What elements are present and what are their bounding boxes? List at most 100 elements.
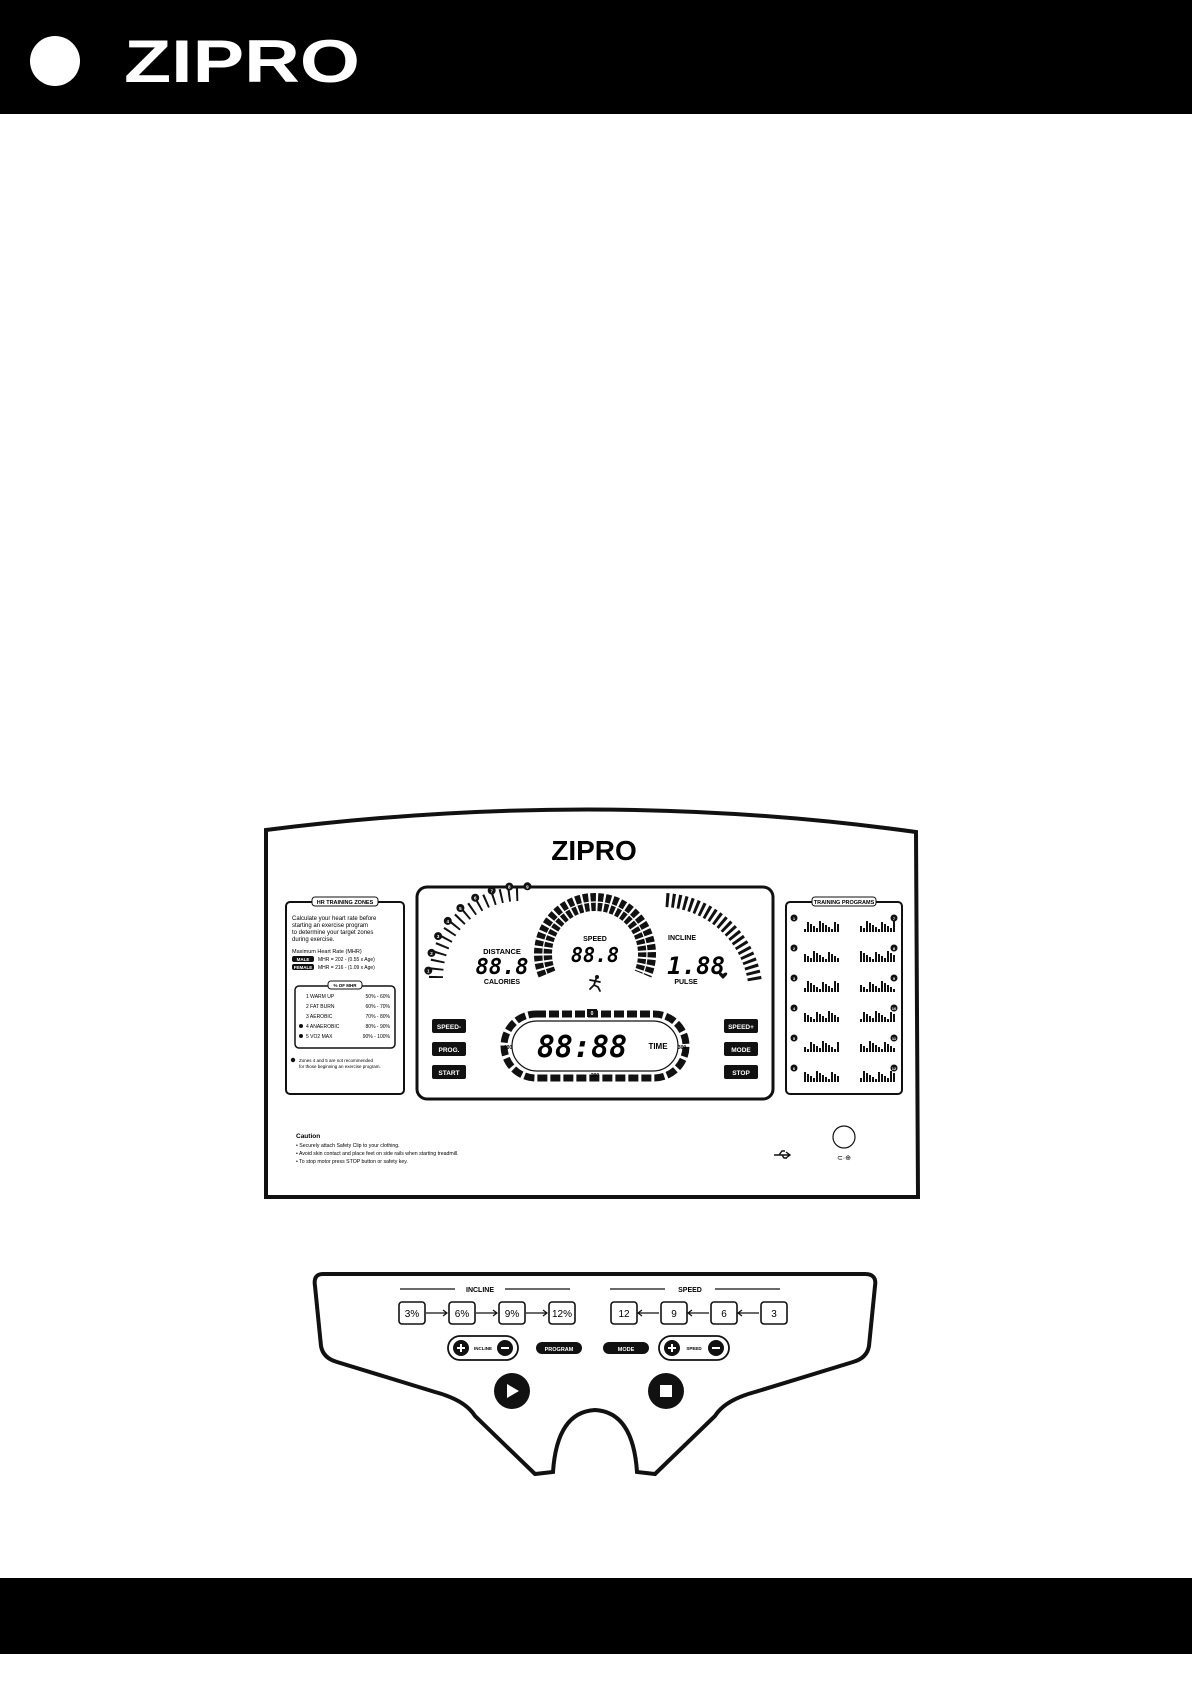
zone-marker <box>299 1024 303 1028</box>
scale-number: 9 <box>526 884 529 889</box>
profile-bar <box>890 987 892 992</box>
hr-panel-title: HR TRAINING ZONES <box>317 900 374 906</box>
program-number: 11 <box>892 1036 897 1041</box>
scale-dot <box>443 916 452 925</box>
profile-bar <box>807 956 809 962</box>
program-key[interactable]: PROGRAM <box>536 1342 582 1354</box>
program-number: 8 <box>893 946 896 951</box>
svg-text:SPEED-: SPEED- <box>437 1024 461 1031</box>
profile-bar <box>804 929 806 932</box>
start-button[interactable]: START <box>432 1065 466 1079</box>
profile-bar <box>810 983 812 992</box>
profile-bar <box>878 1072 880 1082</box>
speed-minus-button[interactable]: SPEED- <box>432 1019 466 1033</box>
incline-preset-key[interactable]: 6% <box>448 1301 476 1325</box>
program-number: 6 <box>793 1066 796 1071</box>
incline-preset-key[interactable]: 9% <box>498 1301 526 1325</box>
caution-line-3: • To stop motor press STOP button or saf… <box>296 1159 408 1165</box>
profile-bar <box>893 921 895 932</box>
distance-label: DISTANCE <box>483 947 521 956</box>
formula-female: MHR = 216 - (1.09 x Age) <box>318 965 375 971</box>
profile-bar <box>884 1076 886 1082</box>
speed-preset-key[interactable]: 9 <box>660 1301 688 1325</box>
profile-bar <box>860 1078 862 1082</box>
play-icon[interactable] <box>494 1373 530 1409</box>
stop-button[interactable]: STOP <box>724 1065 758 1079</box>
speed-preset-key[interactable]: 3 <box>760 1301 788 1325</box>
profile-bar <box>866 921 868 932</box>
zone-marker <box>299 1034 303 1038</box>
arrow-left-icon <box>637 1309 659 1317</box>
profile-bar <box>819 989 821 992</box>
profile-bar <box>875 927 877 932</box>
brand-logo: ZIPRO <box>124 30 360 90</box>
formula-tag-male: MALE <box>297 957 310 962</box>
speed-label: SPEED <box>583 936 607 943</box>
speed-preset-key[interactable]: 12 <box>610 1301 638 1325</box>
hr-intro-2: starting an exercise program <box>292 923 368 929</box>
profile-bar <box>834 922 836 932</box>
profile-bar <box>878 988 880 992</box>
profile-bar <box>878 1013 880 1022</box>
incline-control[interactable]: INCLINE <box>447 1335 519 1361</box>
profile-bar <box>837 924 839 932</box>
mode-button[interactable]: MODE <box>724 1042 758 1056</box>
profile-bar <box>872 1018 874 1022</box>
program-profile: 1 <box>790 914 839 932</box>
profile-bar <box>804 954 806 962</box>
profile-bar <box>831 988 833 992</box>
incline-preset-key[interactable]: 12% <box>548 1301 576 1325</box>
mode-key[interactable]: MODE <box>603 1342 649 1354</box>
svg-text:SPEED+: SPEED+ <box>728 1024 754 1031</box>
profile-bar <box>890 1046 892 1052</box>
program-profile: 2 <box>790 944 839 962</box>
power-socket-icon: ⊂·⊕ <box>832 1125 856 1162</box>
profile-bar <box>863 987 865 992</box>
track-mark-top: 0 <box>591 1011 594 1017</box>
profile-bar <box>866 1073 868 1082</box>
profile-bar <box>834 981 836 992</box>
profile-bar <box>875 1079 877 1082</box>
hr-note-2: for those beginning an exercise program. <box>299 1064 381 1069</box>
program-number: 10 <box>892 1006 897 1011</box>
profile-bar <box>813 1078 815 1082</box>
profile-bar <box>887 985 889 992</box>
hr-note-1: Zones 4 and 5 are not recommended <box>299 1058 374 1063</box>
program-profile: 8 <box>860 944 898 962</box>
speed-plus-button[interactable]: SPEED+ <box>724 1019 758 1033</box>
profile-bar <box>816 1046 818 1052</box>
profile-bar <box>887 1078 889 1082</box>
profile-bar <box>834 956 836 962</box>
caution-line-2: • Avoid skin contact and place feet on s… <box>296 1151 459 1157</box>
svg-text:9: 9 <box>671 1309 677 1320</box>
profile-bar <box>813 951 815 962</box>
scale-dot <box>456 904 465 912</box>
profile-bar <box>884 924 886 932</box>
profile-bar <box>831 1013 833 1022</box>
stop-icon[interactable] <box>648 1373 684 1409</box>
program-profile: 4 <box>790 1004 839 1022</box>
scale-number: 5 <box>459 906 462 911</box>
zone-range: 80% - 90% <box>366 1024 391 1030</box>
profile-bar <box>828 1079 830 1082</box>
speed-preset-key[interactable]: 6 <box>710 1301 738 1325</box>
profile-bar <box>819 955 821 962</box>
program-button[interactable]: PROG. <box>432 1042 466 1056</box>
profile-bar <box>881 956 883 962</box>
profile-bar <box>819 1048 821 1052</box>
scale-dot <box>434 932 443 941</box>
incline-preset-key[interactable]: 3% <box>398 1301 426 1325</box>
program-profile: 11 <box>860 1034 898 1052</box>
profile-bar <box>866 1014 868 1022</box>
profile-bar <box>825 1043 827 1052</box>
runner-icon <box>589 975 601 992</box>
profile-bar <box>869 1075 871 1082</box>
program-profile: 6 <box>790 1064 839 1082</box>
zone-name: 2 FAT BURN <box>306 1004 335 1010</box>
speed-control[interactable]: SPEED <box>658 1335 730 1361</box>
profile-bar <box>828 986 830 992</box>
profile-bar <box>860 926 862 932</box>
profile-bar <box>869 982 871 992</box>
